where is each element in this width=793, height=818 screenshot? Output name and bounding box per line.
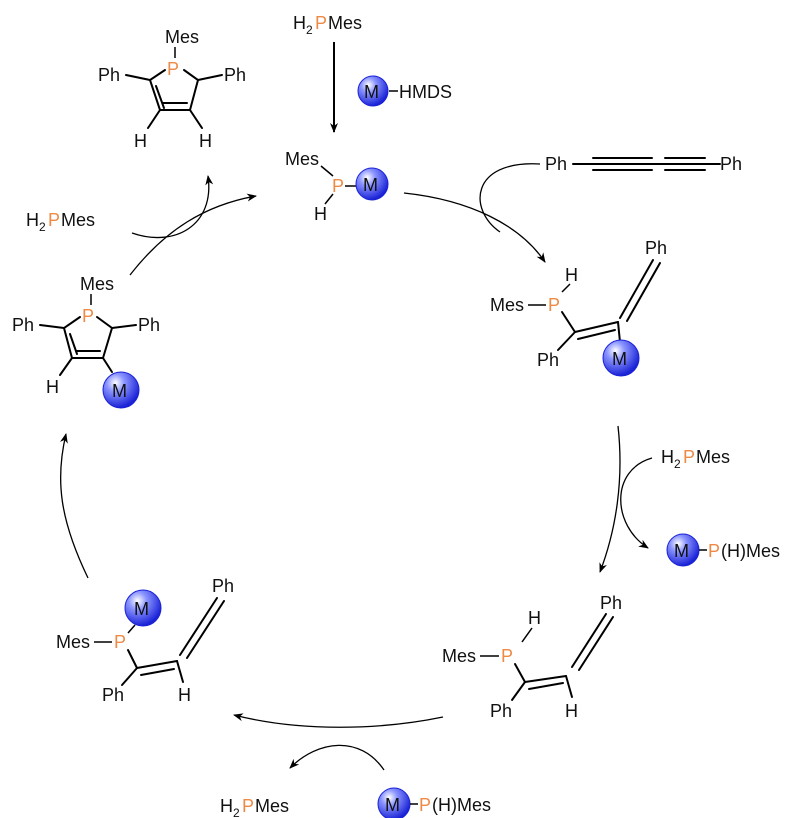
ph-label: Ph bbox=[600, 593, 622, 613]
h-mes-label: (H)Mes bbox=[432, 795, 491, 815]
m-label: M bbox=[674, 541, 689, 561]
subscript-2: 2 bbox=[306, 23, 313, 37]
h-label: H bbox=[26, 210, 39, 230]
metal-ball-icon bbox=[602, 339, 640, 377]
mes-label: Mes bbox=[285, 149, 319, 169]
subscript-2: 2 bbox=[674, 457, 681, 471]
ph-label: Ph bbox=[645, 238, 667, 258]
metal-ball-icon bbox=[124, 589, 162, 627]
m-label: M bbox=[134, 599, 149, 619]
ph-label: Ph bbox=[102, 685, 124, 705]
phosphorus-label: P bbox=[242, 796, 254, 816]
ph-label: Ph bbox=[224, 65, 246, 85]
reagent-h2pmes-top: H 2 P Mes bbox=[293, 13, 362, 37]
h-mes-label: (H)Mes bbox=[721, 541, 780, 561]
h-label: H bbox=[314, 204, 327, 224]
reagent-h2pmes-left: H 2 P Mes bbox=[26, 210, 95, 234]
ph-label: Ph bbox=[98, 65, 120, 85]
metallated-phosphole: Mes P Ph Ph H M bbox=[12, 274, 160, 409]
mes-label: Mes bbox=[255, 796, 289, 816]
protonolysis-side-arrow bbox=[620, 457, 653, 549]
phosphorus-label: P bbox=[332, 176, 344, 196]
phosphorus-label: P bbox=[48, 210, 60, 230]
mes-label: Mes bbox=[442, 646, 476, 666]
mes-label: Mes bbox=[328, 13, 362, 33]
subscript-2: 2 bbox=[39, 220, 46, 234]
reagent-m-hmds: M HMDS bbox=[357, 75, 452, 107]
h-label: H bbox=[661, 447, 674, 467]
ph-label: Ph bbox=[537, 350, 559, 370]
metal-enyne-phosphide: Ph M Mes P Ph H bbox=[56, 576, 234, 705]
cycle-arrow-5 bbox=[129, 193, 257, 276]
m-label: M bbox=[612, 349, 627, 369]
m-label: M bbox=[363, 175, 378, 195]
phosphorus-label: P bbox=[315, 13, 327, 33]
h-label: H bbox=[134, 131, 147, 151]
byproduct-h2pmes-bottom: H 2 P Mes bbox=[220, 796, 289, 818]
reagent-m-phmes-bottom: M P (H)Mes bbox=[377, 787, 491, 818]
alkenyl-metal-intermediate: Ph H Mes P Ph M bbox=[490, 238, 667, 377]
ph-label: Ph bbox=[138, 315, 160, 335]
ph-label: Ph bbox=[12, 315, 34, 335]
metal-phosphide-intermediate: Mes P M H bbox=[285, 149, 389, 224]
phosphorus-label: P bbox=[683, 447, 695, 467]
metal-ball-icon bbox=[357, 75, 389, 107]
cycle-arrow-2 bbox=[599, 425, 621, 573]
h-label: H bbox=[565, 265, 578, 285]
byproduct-m-phmes-right: M P (H)Mes bbox=[666, 533, 780, 567]
cycle-arrow-1 bbox=[403, 192, 546, 263]
enyne-phosphine: Ph H Mes P Ph H bbox=[442, 593, 622, 721]
phosphorus-label: P bbox=[82, 306, 94, 326]
phosphole-product: Mes P Ph Ph H H bbox=[98, 27, 246, 151]
mes-label: Mes bbox=[56, 632, 90, 652]
phosphorus-label: P bbox=[708, 541, 720, 561]
phosphorus-label: P bbox=[548, 295, 560, 315]
mes-label: Mes bbox=[61, 210, 95, 230]
cycle-arrow-4 bbox=[59, 433, 89, 579]
h-label: H bbox=[178, 685, 191, 705]
phosphorus-label: P bbox=[419, 795, 431, 815]
phosphorus-label: P bbox=[114, 632, 126, 652]
h-label: H bbox=[46, 377, 59, 397]
hmds-label: HMDS bbox=[399, 82, 452, 102]
mes-label: Mes bbox=[490, 295, 524, 315]
h-label: H bbox=[220, 796, 233, 816]
cycle-arrow-3 bbox=[233, 713, 444, 728]
mes-label: Mes bbox=[165, 27, 199, 47]
m-label: M bbox=[112, 381, 127, 401]
h-label: H bbox=[199, 131, 212, 151]
h-label: H bbox=[528, 608, 541, 628]
h-label: H bbox=[293, 13, 306, 33]
diphenylbutadiyne-reagent: Ph Ph bbox=[545, 154, 742, 174]
reagent-h2pmes-right: H 2 P Mes bbox=[661, 447, 730, 471]
m-label: M bbox=[385, 795, 400, 815]
phosphole-release-arrow bbox=[131, 175, 214, 239]
mes-label: Mes bbox=[696, 447, 730, 467]
metal-ball-icon bbox=[102, 371, 140, 409]
ph-label: Ph bbox=[545, 154, 567, 174]
ph-label: Ph bbox=[490, 701, 512, 721]
mes-label: Mes bbox=[80, 274, 114, 294]
subscript-2: 2 bbox=[233, 806, 240, 818]
h-label: H bbox=[565, 701, 578, 721]
exchange-side-arrow bbox=[289, 744, 385, 771]
metal-ball-icon bbox=[355, 167, 389, 201]
m-label: M bbox=[364, 82, 379, 102]
phosphorus-label: P bbox=[167, 59, 179, 79]
phosphorus-label: P bbox=[501, 646, 513, 666]
diyne-entry-arrow bbox=[479, 163, 541, 233]
ph-label: Ph bbox=[720, 154, 742, 174]
ph-label: Ph bbox=[212, 576, 234, 596]
